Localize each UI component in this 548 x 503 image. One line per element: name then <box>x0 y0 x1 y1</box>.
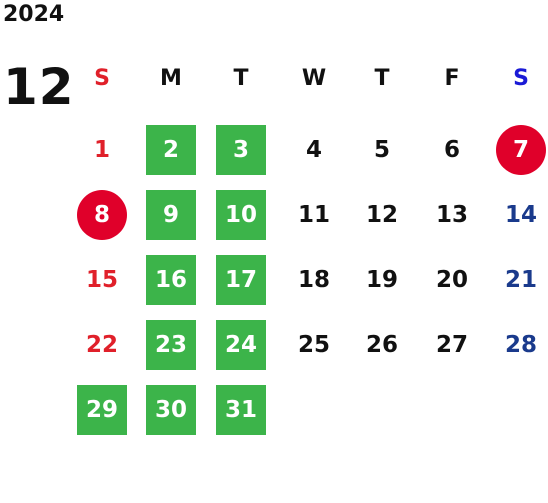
weekday-header: F <box>444 66 460 91</box>
calendar-day[interactable]: 10 <box>216 190 266 240</box>
calendar-day[interactable]: 21 <box>504 267 537 293</box>
calendar-day[interactable]: 25 <box>297 332 330 358</box>
calendar-day[interactable]: 11 <box>297 202 330 228</box>
calendar-day[interactable]: 1 <box>93 137 110 163</box>
weekday-header: S <box>94 66 110 91</box>
weekday-header: W <box>301 66 327 91</box>
calendar-day[interactable]: 29 <box>77 385 127 435</box>
calendar-day[interactable]: 20 <box>435 267 468 293</box>
weekday-header: M <box>160 66 182 91</box>
calendar-day[interactable]: 2 <box>146 125 196 175</box>
calendar-day[interactable]: 14 <box>504 202 537 228</box>
calendar-day[interactable]: 31 <box>216 385 266 435</box>
calendar-day[interactable]: 16 <box>146 255 196 305</box>
calendar-day[interactable]: 28 <box>504 332 537 358</box>
calendar-day[interactable]: 22 <box>85 332 118 358</box>
calendar-day[interactable]: 3 <box>216 125 266 175</box>
calendar-day[interactable]: 4 <box>305 137 322 163</box>
calendar-day[interactable]: 13 <box>435 202 468 228</box>
calendar-day[interactable]: 23 <box>146 320 196 370</box>
weekday-header: T <box>233 66 249 91</box>
calendar-day[interactable]: 12 <box>365 202 398 228</box>
calendar-day[interactable]: 19 <box>365 267 398 293</box>
calendar-day[interactable]: 6 <box>443 137 460 163</box>
calendar-day[interactable]: 15 <box>85 267 118 293</box>
weekday-header: T <box>374 66 390 91</box>
calendar-day[interactable]: 24 <box>216 320 266 370</box>
calendar-day[interactable]: 27 <box>435 332 468 358</box>
calendar-day[interactable]: 30 <box>146 385 196 435</box>
calendar-day[interactable]: 9 <box>146 190 196 240</box>
calendar-day[interactable]: 18 <box>297 267 330 293</box>
calendar-day[interactable]: 26 <box>365 332 398 358</box>
weekday-header: S <box>513 66 529 91</box>
calendar-month: 12 <box>3 58 75 116</box>
calendar-day[interactable]: 8 <box>77 190 127 240</box>
calendar-year: 2024 <box>3 2 65 27</box>
calendar-day[interactable]: 7 <box>496 125 546 175</box>
calendar-day[interactable]: 17 <box>216 255 266 305</box>
calendar-day[interactable]: 5 <box>373 137 390 163</box>
